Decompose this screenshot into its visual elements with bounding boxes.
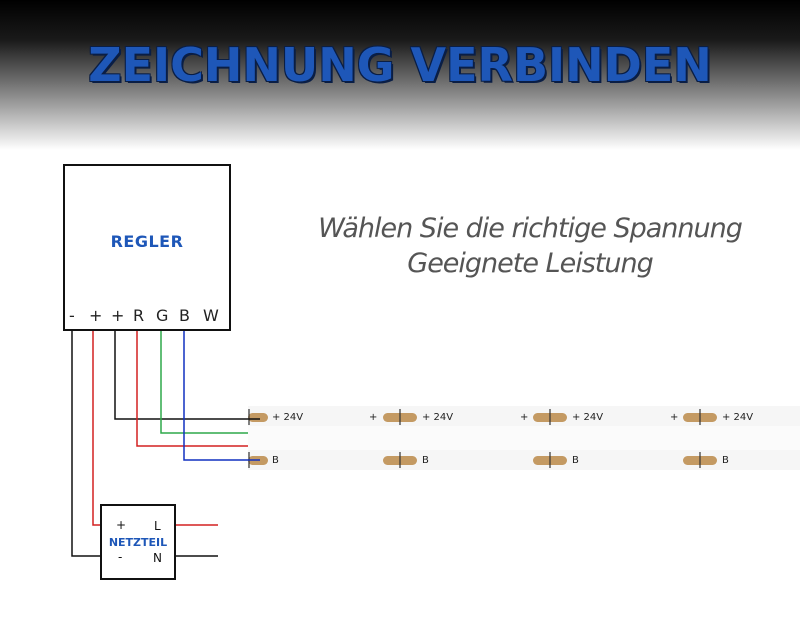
strip-label-24v: + 24V (722, 412, 754, 423)
psu-plus: + (116, 518, 127, 532)
controller-box: REGLER - + + R G B W (63, 164, 231, 331)
pad (248, 413, 268, 422)
wire-b (183, 325, 260, 461)
cut-marks (248, 409, 701, 468)
controller-label: REGLER (110, 232, 184, 251)
strip-label-b: B (272, 455, 279, 466)
terminal-b: B (179, 306, 190, 325)
strip-label-b: B (722, 455, 729, 466)
power-supply-box: + L NETZTEIL - N (100, 504, 176, 580)
strip-label-plus: + (520, 412, 529, 423)
terminal-plus-2: + (111, 306, 125, 325)
strip-label-plus: + (369, 412, 378, 423)
terminal-g: G (156, 306, 169, 325)
strip-label-24v: + 24V (572, 412, 604, 423)
terminal-w: W (203, 306, 219, 325)
wire-plus-strip (114, 325, 260, 420)
terminal-plus-1: + (89, 306, 103, 325)
terminal-r: R (133, 306, 145, 325)
strip-label-24v: + 24V (422, 412, 454, 423)
strip-label-b: B (572, 455, 579, 466)
header-background (0, 0, 800, 150)
wire-g (160, 325, 248, 434)
note-line-2: Geeignete Leistung (407, 248, 653, 279)
terminal-minus: - (69, 306, 75, 325)
note-line-1: Wählen Sie die richtige Spannung (318, 213, 743, 244)
psu-minus: - (118, 550, 123, 564)
wire-r (136, 325, 248, 447)
page-title: ZEICHNUNG VERBINDEN (88, 38, 712, 92)
wire-plus-psu (92, 325, 113, 526)
strip-label-plus: + (670, 412, 679, 423)
strip-label-b: B (422, 455, 429, 466)
led-strip-band (248, 426, 800, 450)
psu-neutral: N (153, 551, 162, 565)
strip-label-24v: + 24V (272, 412, 304, 423)
psu-live: L (154, 519, 161, 533)
power-supply-label: NETZTEIL (108, 536, 168, 549)
